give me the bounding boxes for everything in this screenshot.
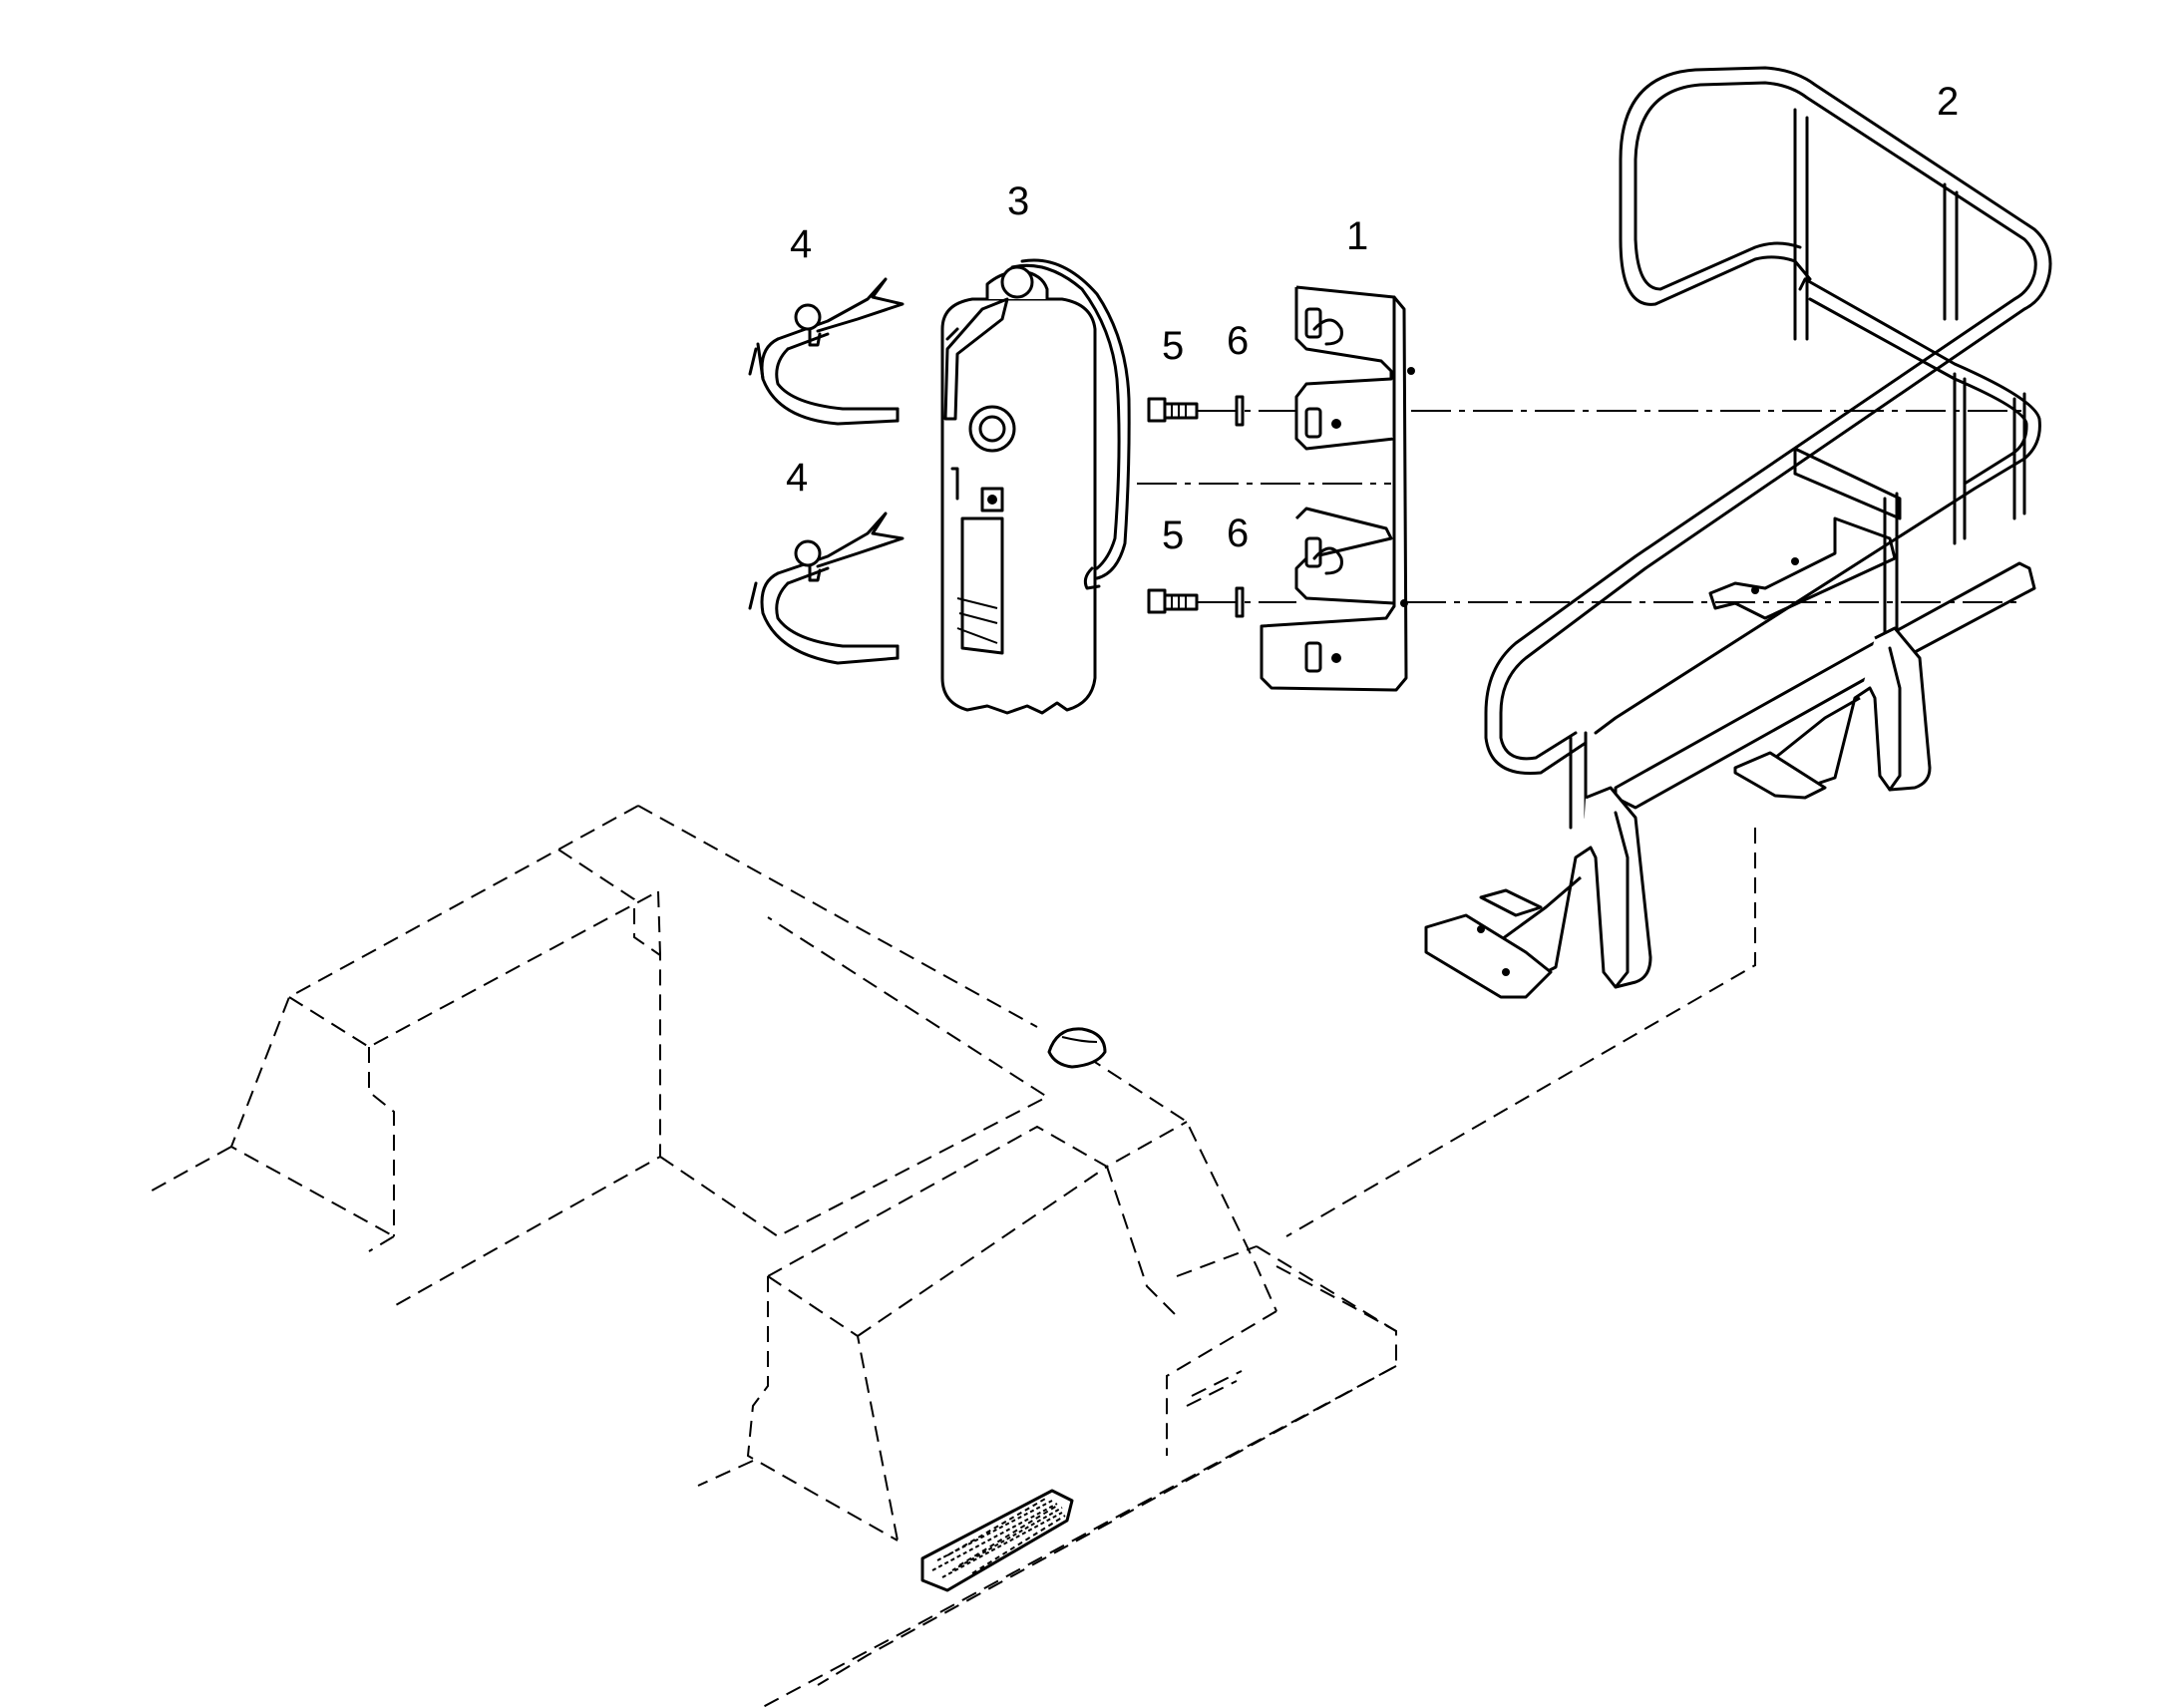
washer-upper [1235,395,1245,427]
callout-bolt-lower: 5 [1162,513,1184,557]
washer-lower [1235,586,1245,618]
callout-clamp-lower: 4 [786,456,808,500]
callout-clamp-upper: 4 [790,222,812,266]
machine-body-outline [144,805,1756,1708]
callout-bolt-upper: 5 [1162,324,1184,368]
callout-extinguisher: 3 [1007,179,1029,223]
callout-railing: 2 [1937,80,1959,124]
railing-assembly [1424,66,2052,999]
step-grating [920,1489,1074,1592]
fire-extinguisher [940,258,1131,715]
clamp-upper [748,277,905,426]
bolt-lower [1147,588,1199,614]
bolt-upper [1147,397,1199,423]
assembly-centerlines [1137,410,2024,603]
callout-bracket: 1 [1346,214,1368,258]
clamp-lower [748,512,905,665]
callout-washer-upper: 6 [1227,319,1249,363]
callout-washer-lower: 6 [1227,512,1249,555]
mounting-bracket [1260,285,1415,692]
